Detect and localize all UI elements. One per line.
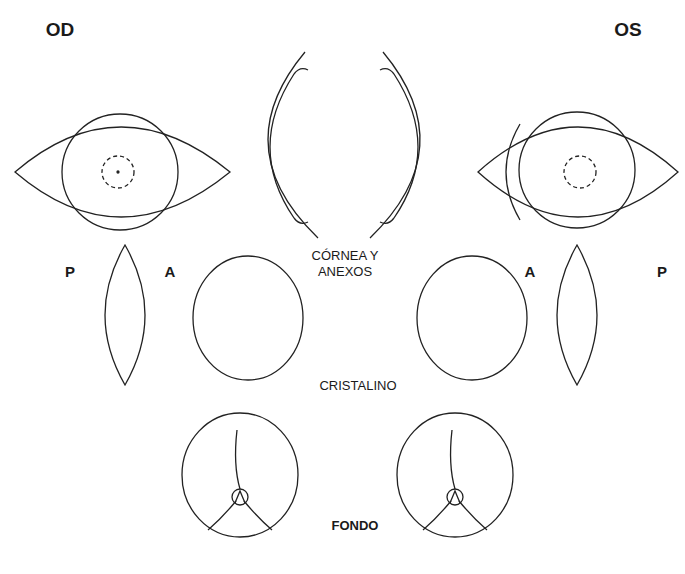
orientation-label: A bbox=[165, 263, 176, 281]
lens-side-view bbox=[557, 245, 597, 385]
orientation-label: P bbox=[65, 263, 75, 281]
lens-front-view bbox=[417, 256, 527, 380]
lens-front-view bbox=[193, 256, 303, 380]
eye-side-label: OS bbox=[614, 19, 641, 42]
section-label: CRISTALINO bbox=[319, 378, 396, 394]
eye-side-label: OD bbox=[46, 19, 75, 42]
iris-circle bbox=[519, 112, 635, 228]
section-label: FONDO bbox=[332, 518, 379, 534]
cornea-profile bbox=[268, 52, 318, 238]
lens-side-view bbox=[105, 245, 145, 385]
fundus-view bbox=[182, 413, 298, 537]
pupil-dot bbox=[117, 171, 119, 173]
section-label: CÓRNEA Y ANEXOS bbox=[299, 248, 391, 279]
orientation-label: P bbox=[657, 263, 667, 281]
eyelid-outline bbox=[478, 127, 678, 217]
conjunctiva-fold bbox=[506, 124, 520, 220]
fundus-view bbox=[397, 413, 513, 537]
iris-circle bbox=[62, 114, 178, 230]
pupil-circle bbox=[564, 156, 596, 188]
pupil-circle bbox=[102, 156, 134, 188]
orientation-label: A bbox=[525, 263, 536, 281]
eyelid-outline bbox=[15, 127, 230, 217]
cornea-profile bbox=[370, 52, 420, 238]
